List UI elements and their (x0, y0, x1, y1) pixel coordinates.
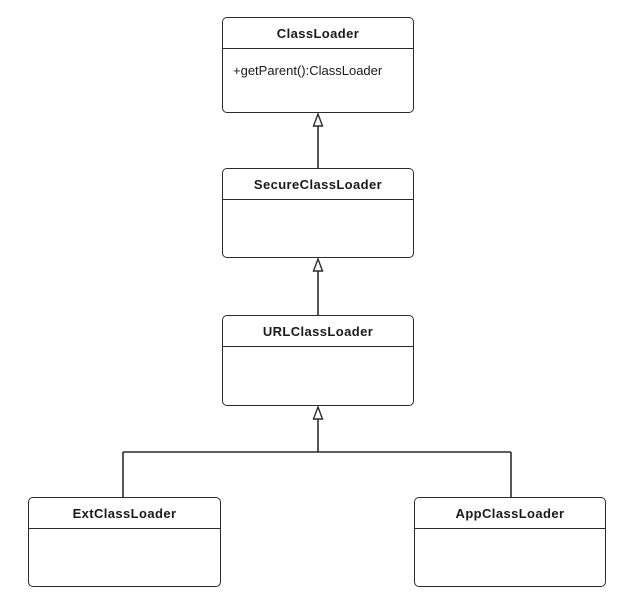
hollow-triangle-arrowhead (312, 405, 324, 420)
generalization-children-to-url (122, 405, 512, 497)
class-methods (415, 529, 605, 543)
class-box-url-classloader: URLClassLoader (222, 315, 414, 406)
class-name: AppClassLoader (415, 498, 605, 529)
class-name: ClassLoader (223, 18, 413, 49)
class-methods (223, 200, 413, 214)
class-box-classloader: ClassLoader +getParent():ClassLoader (222, 17, 414, 113)
hollow-triangle-arrowhead (312, 257, 324, 272)
method-get-parent: +getParent():ClassLoader (233, 63, 383, 78)
class-methods (29, 529, 220, 543)
generalization-url-to-secure (312, 257, 324, 315)
class-methods: +getParent():ClassLoader (223, 49, 413, 78)
hollow-triangle-arrowhead (312, 112, 324, 127)
generalization-secure-to-classloader (312, 112, 324, 168)
class-name: SecureClassLoader (223, 169, 413, 200)
class-methods (223, 347, 413, 361)
class-name: ExtClassLoader (29, 498, 220, 529)
class-box-ext-classloader: ExtClassLoader (28, 497, 221, 587)
class-box-app-classloader: AppClassLoader (414, 497, 606, 587)
class-name: URLClassLoader (223, 316, 413, 347)
class-box-secure-classloader: SecureClassLoader (222, 168, 414, 258)
